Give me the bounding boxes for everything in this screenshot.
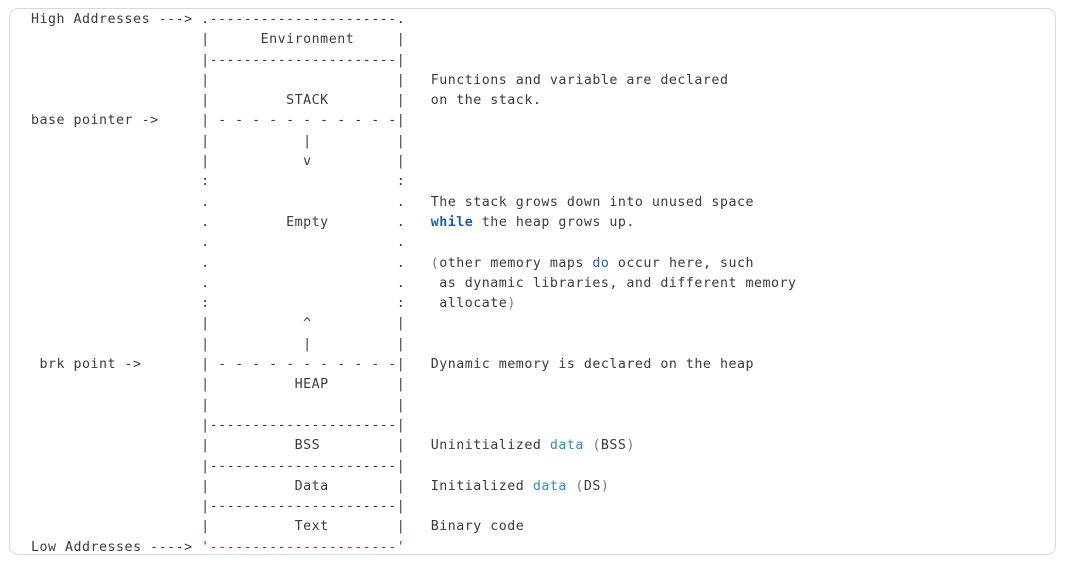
diagram-line: | ^ | <box>31 314 797 334</box>
diagram-line: | | <box>31 396 797 416</box>
diagram-text: |----------------------| <box>31 52 406 68</box>
diagram-text: | BSS | Uninitialized <box>31 438 550 454</box>
diagram-line: base pointer -> | - - - - - - - - - - -| <box>31 111 797 131</box>
diagram-text: the heap grows up. <box>473 214 635 230</box>
diagram-text: | Environment | <box>31 32 406 48</box>
diagram-text: . . as dynamic libraries, and different … <box>31 275 797 291</box>
diagram-line: | HEAP | <box>31 375 797 395</box>
diagram-text: |----------------------| <box>31 458 406 474</box>
diagram-text: | | | <box>31 133 406 149</box>
diagram-line: . . <box>31 233 797 253</box>
diagram-line: brk point -> | - - - - - - - - - - -| Dy… <box>31 355 797 375</box>
syntax-token-kw: while <box>430 214 474 230</box>
syntax-token-str: '----------------------' <box>201 539 406 555</box>
diagram-text: Low Addresses ----> <box>31 539 202 555</box>
syntax-token-paren: ( <box>430 255 440 271</box>
diagram-line: : : allocate) <box>31 294 797 314</box>
diagram-line: | | | <box>31 335 797 355</box>
diagram-text: | HEAP | <box>31 377 406 393</box>
diagram-line: | Text | Binary code <box>31 517 797 537</box>
diagram-text: | STACK | on the stack. <box>31 93 542 109</box>
diagram-text: DS <box>583 478 601 494</box>
syntax-token-ty: data <box>532 478 567 494</box>
diagram-line: : : <box>31 172 797 192</box>
diagram-line: . . The stack grows down into unused spa… <box>31 193 797 213</box>
diagram-line: |----------------------| <box>31 416 797 436</box>
diagram-line: Low Addresses ----> '-------------------… <box>31 538 797 558</box>
diagram-text: : : allocate <box>31 296 508 312</box>
syntax-token-paren: ) <box>507 296 516 312</box>
diagram-text: | | <box>31 397 406 413</box>
diagram-text: . Empty . <box>31 214 431 230</box>
syntax-token-ty: data <box>549 438 584 454</box>
syntax-token-kw2: do <box>592 255 610 271</box>
diagram-text: occur here, such <box>609 255 754 271</box>
diagram-text: other memory maps <box>439 255 593 271</box>
syntax-token-paren: ( <box>575 478 584 494</box>
diagram-text: brk point -> | - - - - - - - - - - -| Dy… <box>31 357 754 373</box>
diagram-line: High Addresses ---> .-------------------… <box>31 10 797 30</box>
diagram-text: High Addresses ---> .-------------------… <box>31 12 406 27</box>
diagram-line: . Empty . while the heap grows up. <box>31 213 797 233</box>
diagram-line: |----------------------| <box>31 457 797 477</box>
diagram-text: | | | <box>31 336 406 352</box>
diagram-text: | | Functions and variable are declared <box>31 72 729 88</box>
diagram-line: | | Functions and variable are declared <box>31 71 797 91</box>
diagram-line: | Environment | <box>31 30 797 50</box>
diagram-line: | Data | Initialized data (DS) <box>31 477 797 497</box>
diagram-line: | STACK | on the stack. <box>31 91 797 111</box>
diagram-text: | ^ | <box>31 316 406 332</box>
diagram-text: | Data | Initialized <box>31 478 533 494</box>
syntax-token-paren: ) <box>626 438 635 454</box>
diagram-text: | v | <box>31 154 406 170</box>
diagram-text: |----------------------| <box>31 499 406 515</box>
diagram-line: | v | <box>31 152 797 172</box>
diagram-text: : : <box>31 174 406 190</box>
diagram-text: . . <box>31 255 431 271</box>
memory-layout-diagram: High Addresses ---> .-------------------… <box>31 10 797 558</box>
diagram-text: . . <box>31 235 406 251</box>
diagram-text: | Text | Binary code <box>31 519 525 535</box>
diagram-text: . . The stack grows down into unused spa… <box>31 194 754 210</box>
diagram-text: |----------------------| <box>31 417 406 433</box>
code-block-frame <box>9 8 1056 555</box>
syntax-token-paren: ) <box>600 478 610 494</box>
diagram-text: BSS <box>600 438 627 454</box>
diagram-line: . . (other memory maps do occur here, su… <box>31 254 797 274</box>
diagram-line: | | | <box>31 132 797 152</box>
diagram-text: base pointer -> | - - - - - - - - - - -| <box>31 113 406 129</box>
diagram-line: |----------------------| <box>31 497 797 517</box>
diagram-line: |----------------------| <box>31 51 797 71</box>
syntax-token-paren: ( <box>592 438 601 454</box>
diagram-line: . . as dynamic libraries, and different … <box>31 274 797 294</box>
diagram-line: | BSS | Uninitialized data (BSS) <box>31 436 797 456</box>
